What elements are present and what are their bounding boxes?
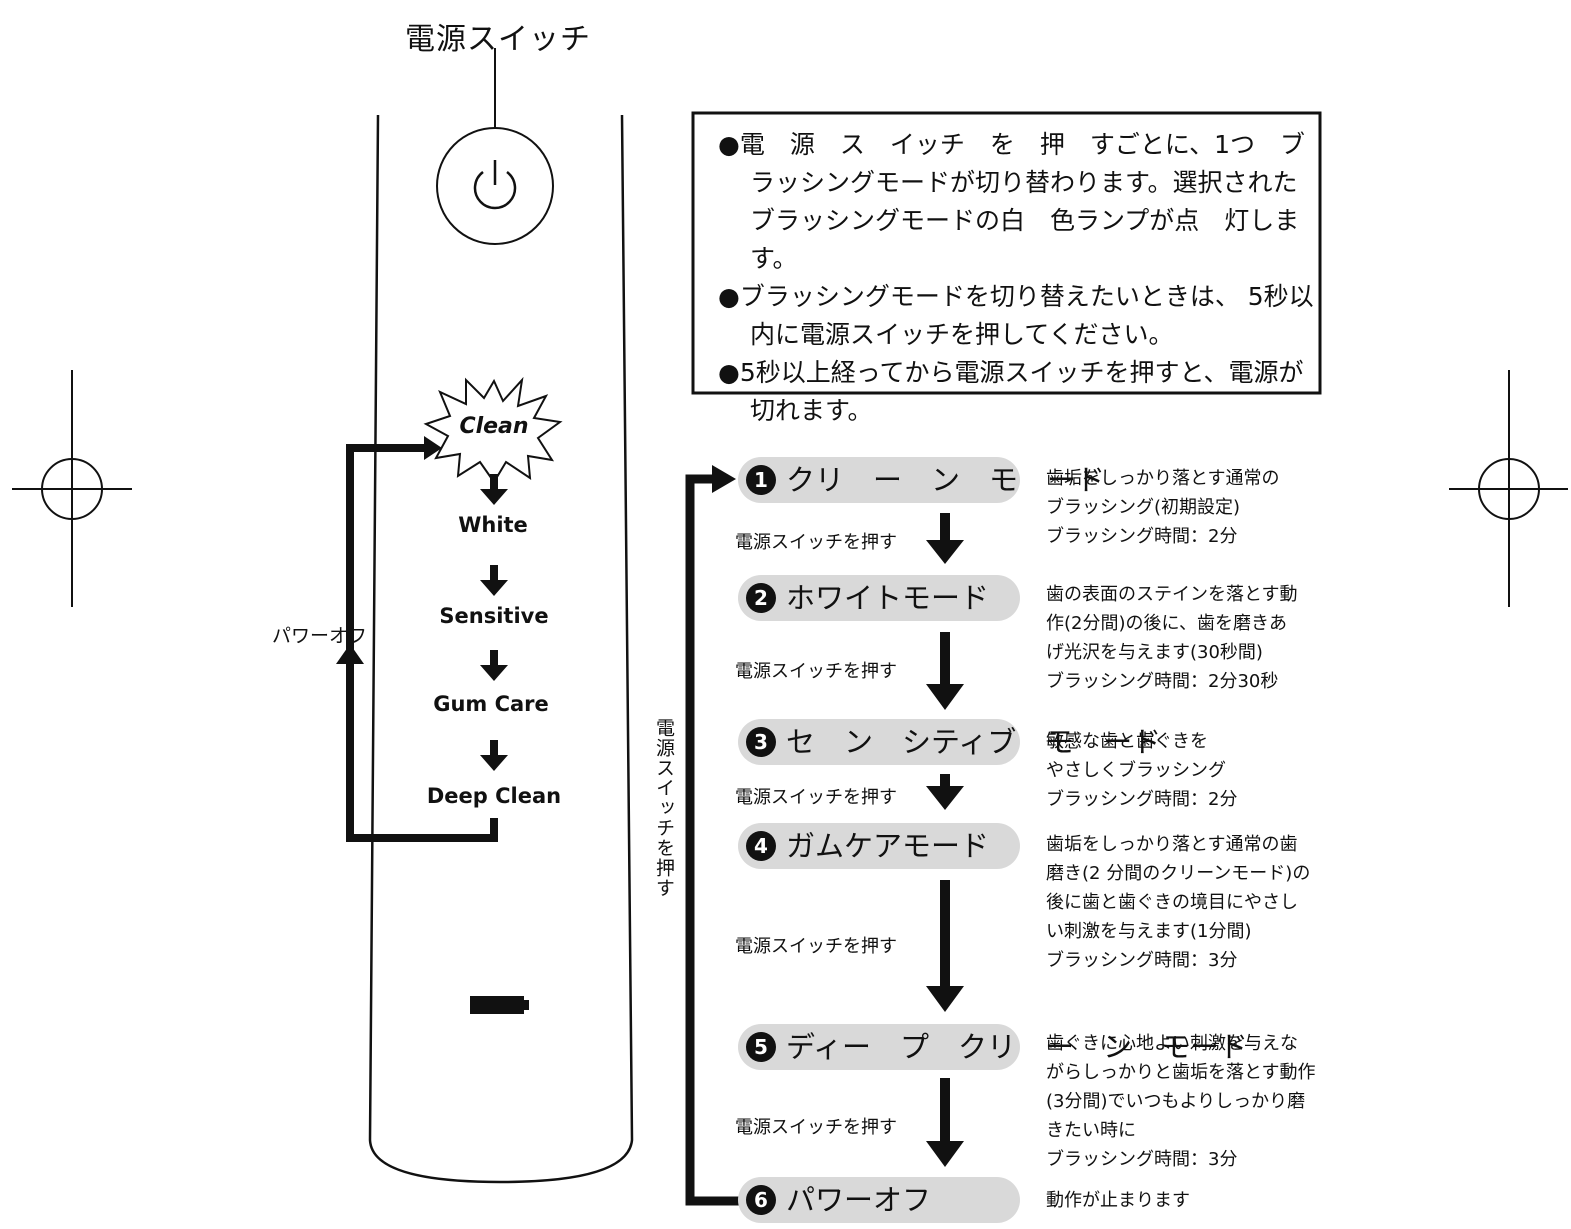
toothbrush-body-outline <box>368 114 634 1184</box>
device-mode-gum-care: Gum Care <box>433 692 549 716</box>
desc-line: げ光沢を与えます(30秒間) <box>1046 642 1263 663</box>
note-line-3: ●5秒以上経ってから電源スイッチを押すと、電源が切れます。 <box>718 358 1304 425</box>
vertical-press-label: 電源スイッチを押す <box>653 718 675 898</box>
desc-line: 歯の表面のステインを落とす動 <box>1046 584 1298 605</box>
desc-line: 後に歯と歯ぐきの境目にやさし <box>1046 892 1298 913</box>
mode-number-badge: 2 <box>746 583 776 613</box>
mode-description-deep-clean: 歯ぐきに心地よい刺激を与えな がらしっかりと歯垢を落とす動作 (3分間)でいつも… <box>1046 1029 1326 1174</box>
battery-indicator-icon <box>470 996 524 1014</box>
power-icon <box>473 160 517 210</box>
mode-description-sensitive: 敏感な歯と歯ぐきを やさしくブラッシング ブラッシング時間：2分 <box>1046 727 1326 814</box>
power-button <box>436 127 554 245</box>
desc-line: 作(2分間)の後に、歯を磨きあ <box>1046 613 1287 634</box>
note-text: ●電 源 ス イッチ を 押 すごとに、1つ ブ ラッシングモードが切り替わりま… <box>718 126 1330 430</box>
registration-mark-left <box>12 370 132 607</box>
note-line-1: ●電 源 ス イッチ を 押 すごとに、1つ ブ ラッシングモードが切り替わりま… <box>718 130 1330 273</box>
mode-name: ガムケアモード <box>786 829 990 863</box>
desc-line: 動作が止まります <box>1046 1190 1190 1211</box>
mode-description-power-off: 動作が止まります <box>1046 1186 1326 1215</box>
mode-pill-gum-care: 4 ガムケアモード <box>738 823 1020 869</box>
press-label: 電源スイッチを押す <box>735 936 897 957</box>
mode-number-badge: 4 <box>746 831 776 861</box>
note-line-2: ●ブラッシングモードを切り替えたいときは、 5秒以内に電源スイッチを押してくださ… <box>718 282 1314 349</box>
device-mode-clean: Clean <box>459 414 529 439</box>
power-switch-label: 電源スイッチ <box>405 22 591 57</box>
desc-line: ブラッシング時間：2分30秒 <box>1046 671 1279 692</box>
desc-line: ブラッシング時間：3分 <box>1046 950 1238 971</box>
mode-number-badge: 3 <box>746 727 776 757</box>
mode-pill-deep-clean: 5 ディー プ クリ ー ン モード <box>738 1024 1248 1070</box>
loop-arrow <box>346 444 498 842</box>
mode-name: クリ ー ン モ ード <box>786 463 1106 497</box>
desc-line: (3分間)でいつもよりしっかり磨 <box>1046 1091 1306 1112</box>
mode-number-badge: 1 <box>746 465 776 495</box>
desc-line: ブラッシング(初期設定) <box>1046 497 1241 518</box>
press-label: 電源スイッチを押す <box>735 661 897 682</box>
device-mode-deep-clean: Deep Clean <box>426 784 562 808</box>
mode-pill-sensitive: 3 セ ン シティブ モ ード <box>738 719 1161 765</box>
mode-description-clean: 歯垢をしっかり落とす通常の ブラッシング(初期設定) ブラッシング時間：2分 <box>1046 464 1326 551</box>
press-label: 電源スイッチを押す <box>735 787 897 808</box>
mode-pill-clean: 1 クリ ー ン モ ード <box>738 457 1105 503</box>
mode-name: ホワイトモード <box>786 581 990 615</box>
mode-pill-power-off: 6 パワーオフ <box>738 1177 1020 1223</box>
device-mode-white: White <box>458 513 528 537</box>
press-label: 電源スイッチを押す <box>735 532 897 553</box>
desc-line: がらしっかりと歯垢を落とす動作 <box>1046 1062 1316 1083</box>
mode-number-badge: 5 <box>746 1032 776 1062</box>
desc-line: やさしくブラッシング <box>1046 760 1226 781</box>
mode-pill-white: 2 ホワイトモード <box>738 575 1020 621</box>
desc-line: 歯垢をしっかり落とす通常の <box>1046 468 1280 489</box>
mode-number-badge: 6 <box>746 1185 776 1215</box>
desc-line: ブラッシング時間：3分 <box>1046 1149 1238 1170</box>
press-label: 電源スイッチを押す <box>735 1117 897 1138</box>
registration-mark-right <box>1449 370 1568 607</box>
desc-line: きたい時に <box>1046 1120 1136 1141</box>
mode-name: パワーオフ <box>786 1183 932 1217</box>
desc-line: 歯垢をしっかり落とす通常の歯 <box>1046 834 1298 855</box>
desc-line: 敏感な歯と歯ぐきを <box>1046 731 1208 752</box>
desc-line: 歯ぐきに心地よい刺激を与えな <box>1046 1033 1298 1054</box>
note-box <box>691 111 1322 395</box>
desc-line: い刺激を与えます(1分間) <box>1046 921 1252 942</box>
desc-line: ブラッシング時間：2分 <box>1046 789 1238 810</box>
device-mode-sensitive: Sensitive <box>439 604 549 628</box>
mode-description-gum-care: 歯垢をしっかり落とす通常の歯 磨き(2 分間のクリーンモード)の 後に歯と歯ぐき… <box>1046 830 1326 975</box>
desc-line: ブラッシング時間：2分 <box>1046 526 1238 547</box>
desc-line: 磨き(2 分間のクリーンモード)の <box>1046 863 1311 884</box>
power-off-label: パワーオフ <box>272 625 368 647</box>
mode-name: ディー プ クリ ー ン モード <box>786 1030 1248 1064</box>
mode-description-white: 歯の表面のステインを落とす動 作(2分間)の後に、歯を磨きあ げ光沢を与えます(… <box>1046 580 1326 696</box>
mode-name: セ ン シティブ モ ード <box>786 725 1162 759</box>
mode-loop-arrow <box>685 474 740 1206</box>
